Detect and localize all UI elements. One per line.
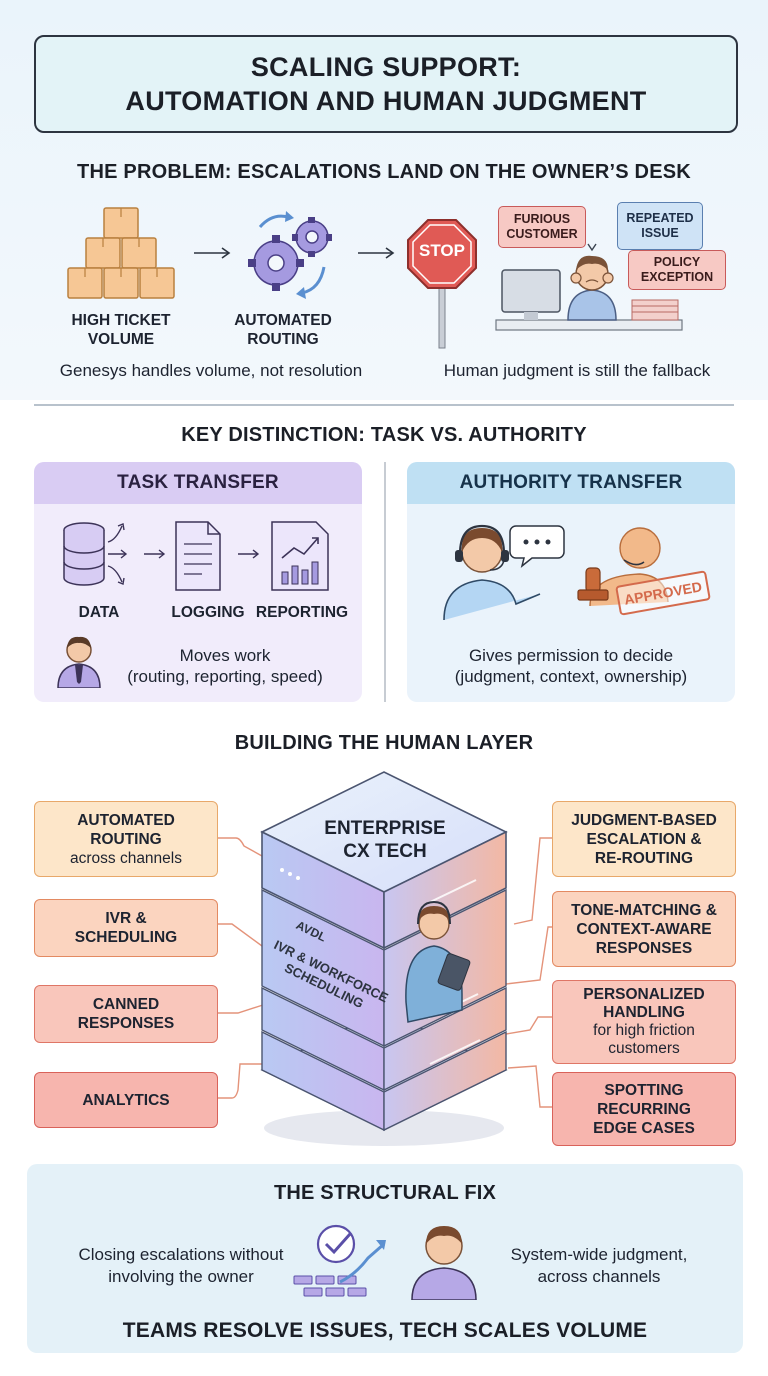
left-box-analytics: ANALYTICS <box>34 1072 218 1128</box>
bubble-furious-line-2: CUSTOMER <box>506 227 578 241</box>
section-divider <box>34 404 734 406</box>
right-box-3-sub-1: for high friction <box>593 1022 695 1039</box>
label-logging: LOGGING <box>171 604 245 621</box>
right-box-3-line-1: PERSONALIZED <box>583 986 705 1003</box>
stop-sign-text: STOP <box>419 241 465 260</box>
rubber-stamp-icon <box>577 567 609 601</box>
authority-transfer-title: AUTHORITY TRANSFER <box>407 462 735 504</box>
distinction-heading: KEY DISTINCTION: TASK VS. AUTHORITY <box>181 424 587 446</box>
label-volume-line-2: VOLUME <box>87 331 155 348</box>
title-line-1: SCALING SUPPORT: <box>250 52 522 82</box>
label-automated-routing: AUTOMATED ROUTING <box>224 311 342 349</box>
right-box-1-line-1: JUDGMENT-BASED <box>571 811 717 829</box>
structural-fix-panel <box>27 1164 743 1353</box>
fix-right-line-1: System-wide judgment, <box>510 1245 688 1264</box>
human-layer-heading: BUILDING THE HUMAN LAYER <box>234 732 534 754</box>
label-data: DATA <box>78 604 120 621</box>
right-box-1-line-3: RE-ROUTING <box>594 849 694 867</box>
right-box-judgment-escalation: JUDGMENT-BASED ESCALATION & RE-ROUTING <box>552 801 736 877</box>
stack-top-line-1: ENTERPRISE <box>324 818 446 839</box>
problem-heading: THE PROBLEM: ESCALATIONS LAND ON THE OWN… <box>77 161 691 183</box>
right-box-spotting-edge-cases: SPOTTING RECURRING EDGE CASES <box>552 1072 736 1146</box>
panel-divider <box>384 462 386 702</box>
bubble-repeated-line-2: ISSUE <box>641 226 679 240</box>
right-box-1-line-2: ESCALATION & <box>586 830 702 848</box>
authority-desc-line-2: (judgment, context, ownership) <box>454 667 688 686</box>
left-box-1-line-1: AUTOMATED <box>77 811 175 829</box>
right-box-2-line-1: TONE-MATCHING & <box>571 901 717 919</box>
fix-left-line-2: involving the owner <box>108 1267 254 1286</box>
left-box-ivr-scheduling: IVR & SCHEDULING <box>34 899 218 957</box>
businessman-icon <box>57 636 101 688</box>
task-flow-diagram <box>63 521 329 591</box>
structural-fix-footer: TEAMS RESOLVE ISSUES, TECH SCALES VOLUME <box>122 1319 648 1342</box>
arrow-right-icon <box>358 247 395 259</box>
fix-left-line-1: Closing escalations without <box>78 1245 284 1264</box>
left-box-3-line-1: CANNED <box>92 996 160 1013</box>
bubble-furious-line-1: FURIOUS <box>513 212 571 226</box>
left-box-4-line-1: ANALYTICS <box>82 1091 170 1109</box>
title-line-2: AUTOMATION AND HUMAN JUDGMENT <box>125 86 647 116</box>
label-high-ticket-volume: HIGH TICKET VOLUME <box>50 311 192 349</box>
left-box-1-sub: across channels <box>69 849 182 867</box>
structural-fix-heading: THE STRUCTURAL FIX <box>273 1182 497 1204</box>
right-box-2-line-3: RESPONSES <box>595 939 693 957</box>
label-routing-line-2: ROUTING <box>247 331 319 348</box>
team-member-icon <box>411 1226 477 1300</box>
agent-with-tablet-icon <box>405 900 471 1023</box>
right-box-2-line-2: CONTEXT-AWARE <box>576 920 712 938</box>
right-box-3-sub-2: customers <box>608 1040 680 1057</box>
task-transfer-title: TASK TRANSFER <box>34 462 362 504</box>
bubble-repeated-line-1: REPEATED <box>626 211 694 225</box>
bubble-policy-line-1: POLICY <box>653 255 701 269</box>
fix-right-line-2: across channels <box>537 1267 661 1286</box>
right-box-3-line-2: HANDLING <box>603 1004 685 1021</box>
stressed-owner-desk-icon <box>495 243 683 331</box>
right-box-4-line-3: EDGE CASES <box>593 1119 695 1137</box>
authority-transfer-panel: AUTHORITY TRANSFER <box>407 462 735 702</box>
chat-bubble-icon <box>509 525 565 568</box>
stack-top-label: ENTERPRISE CX TECH <box>296 817 474 863</box>
enterprise-cx-tech-stack <box>260 771 508 1146</box>
task-desc-line-2: (routing, reporting, speed) <box>127 667 323 686</box>
label-reporting: REPORTING <box>255 604 349 621</box>
left-box-2-line-1: IVR & <box>105 910 147 927</box>
bubble-policy-line-2: EXCEPTION <box>640 270 714 284</box>
document-icon <box>175 521 221 591</box>
checkmark-growth-icon <box>293 1224 386 1297</box>
agent-headset-icon <box>443 524 541 621</box>
right-box-4-line-2: RECURRING <box>597 1100 691 1118</box>
report-chart-icon <box>271 521 329 591</box>
ticket-boxes-icon <box>67 207 175 299</box>
label-routing-line-1: AUTOMATED <box>234 312 332 329</box>
stop-sign-icon <box>407 219 477 349</box>
right-box-personalized-handling: PERSONALIZED HANDLING for high friction … <box>552 980 736 1064</box>
title-banner: SCALING SUPPORT: AUTOMATION AND HUMAN JU… <box>34 35 738 133</box>
left-box-1-line-2: ROUTING <box>90 830 162 848</box>
left-box-automated-routing: AUTOMATED ROUTING across channels <box>34 801 218 877</box>
authority-transfer-description: Gives permission to decide (judgment, co… <box>407 645 735 687</box>
authority-desc-line-1: Gives permission to decide <box>468 646 674 665</box>
fix-right-text: System-wide judgment, across channels <box>484 1244 714 1288</box>
task-transfer-description: Moves work (routing, reporting, speed) <box>100 645 350 687</box>
database-icon <box>63 522 105 586</box>
gears-icon <box>248 211 332 299</box>
fix-left-text: Closing escalations without involving th… <box>56 1244 306 1288</box>
left-box-3-line-2: RESPONSES <box>77 1015 175 1032</box>
task-desc-line-1: Moves work <box>179 646 271 665</box>
caption-human-fallback: Human judgment is still the fallback <box>443 361 711 380</box>
arrow-right-icon <box>194 247 231 259</box>
label-volume-line-1: HIGH TICKET <box>71 312 171 329</box>
right-box-tone-matching: TONE-MATCHING & CONTEXT-AWARE RESPONSES <box>552 891 736 967</box>
stack-top-line-2: CX TECH <box>343 841 427 862</box>
right-box-4-line-1: SPOTTING <box>604 1081 684 1099</box>
left-box-2-line-2: SCHEDULING <box>74 929 178 946</box>
left-box-canned-responses: CANNED RESPONSES <box>34 985 218 1043</box>
caption-genesys: Genesys handles volume, not resolution <box>59 361 363 380</box>
